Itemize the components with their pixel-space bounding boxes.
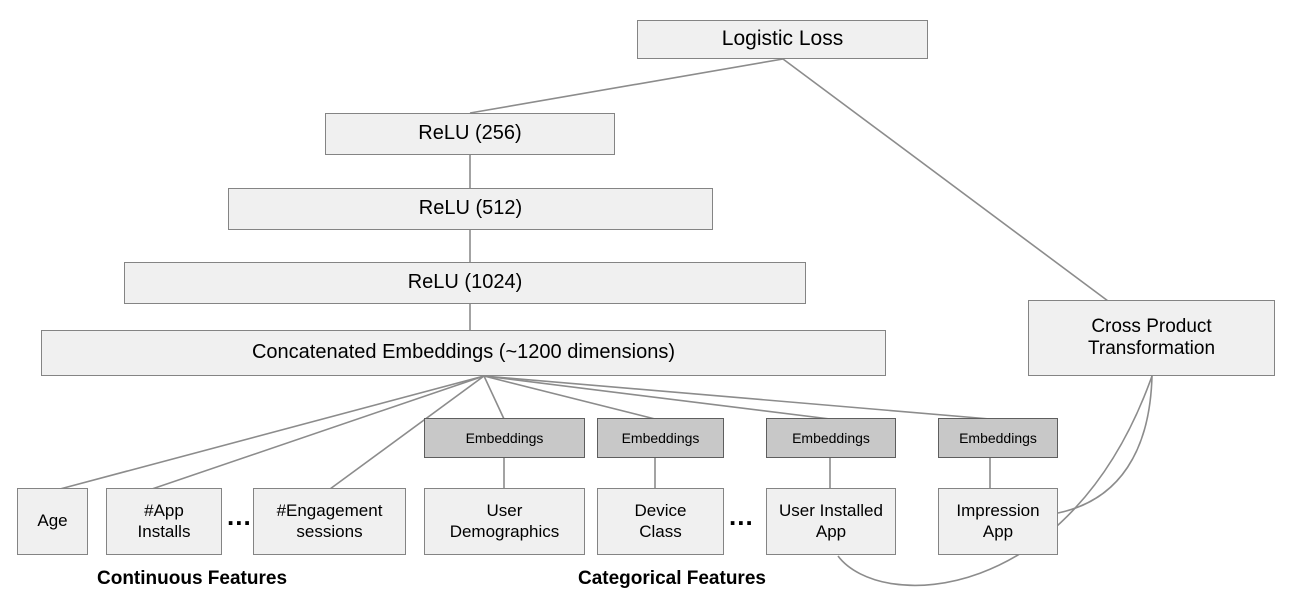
- node-logistic-loss[interactable]: Logistic Loss: [637, 20, 928, 59]
- edge-loss-to-cross: [782, 58, 1109, 302]
- node-feature-impression-app[interactable]: Impression App: [938, 488, 1058, 555]
- node-relu-512-label: ReLU (512): [418, 197, 523, 220]
- node-feature-app-installs[interactable]: #App Installs: [106, 488, 222, 555]
- node-embeddings-1-label: Embeddings: [465, 429, 544, 446]
- edge-loss-to-relu256: [469, 58, 784, 114]
- node-concatenated-embeddings-label: Concatenated Embeddings (~1200 dimension…: [251, 341, 676, 364]
- edge-concat-to-embeddings-2: [483, 375, 656, 420]
- continuous-features-ellipsis: ...: [227, 501, 252, 531]
- node-feature-device-class[interactable]: Device Class: [597, 488, 724, 555]
- node-feature-device-class-label: Device Class: [634, 501, 687, 541]
- edge-concat-to-embeddings-3: [483, 375, 831, 420]
- node-embeddings-1[interactable]: Embeddings: [424, 418, 585, 458]
- node-embeddings-2[interactable]: Embeddings: [597, 418, 724, 458]
- node-concatenated-embeddings[interactable]: Concatenated Embeddings (~1200 dimension…: [41, 330, 886, 376]
- node-embeddings-4-label: Embeddings: [959, 429, 1037, 446]
- node-embeddings-3-label: Embeddings: [792, 429, 870, 446]
- group-label-continuous-features: Continuous Features: [97, 568, 288, 589]
- node-relu-1024[interactable]: ReLU (1024): [124, 262, 806, 304]
- node-embeddings-4[interactable]: Embeddings: [938, 418, 1058, 458]
- edge-concat-to-embeddings-4: [483, 375, 991, 420]
- node-feature-engagement-sessions[interactable]: #Engagement sessions: [253, 488, 406, 555]
- group-label-categorical-features: Categorical Features: [578, 568, 766, 589]
- edge-concat-to-embeddings-1: [483, 375, 505, 420]
- node-feature-age[interactable]: Age: [17, 488, 88, 555]
- node-feature-app-installs-label: #App Installs: [137, 501, 191, 541]
- node-feature-user-installed-app-label: User Installed App: [779, 501, 883, 541]
- node-feature-user-demographics-label: User Demographics: [449, 501, 560, 541]
- edge-impression-app-to-cross: [1057, 375, 1153, 514]
- node-embeddings-3[interactable]: Embeddings: [766, 418, 896, 458]
- edge-concat-to-age: [59, 375, 485, 490]
- node-relu-1024-label: ReLU (1024): [407, 271, 523, 294]
- node-cross-product-transformation-label: Cross Product Transformation: [1087, 315, 1216, 359]
- node-relu-256-label: ReLU (256): [418, 122, 522, 145]
- node-logistic-loss-label: Logistic Loss: [721, 27, 844, 51]
- node-cross-product-transformation[interactable]: Cross Product Transformation: [1028, 300, 1275, 376]
- node-feature-age-label: Age: [37, 511, 68, 531]
- node-feature-user-installed-app[interactable]: User Installed App: [766, 488, 896, 555]
- node-relu-256[interactable]: ReLU (256): [325, 113, 615, 155]
- node-feature-engagement-sessions-label: #Engagement sessions: [276, 501, 383, 541]
- node-embeddings-2-label: Embeddings: [621, 429, 700, 446]
- categorical-features-ellipsis: ...: [729, 501, 754, 531]
- node-relu-512[interactable]: ReLU (512): [228, 188, 713, 230]
- node-feature-impression-app-label: Impression App: [956, 501, 1040, 541]
- node-feature-user-demographics[interactable]: User Demographics: [424, 488, 585, 555]
